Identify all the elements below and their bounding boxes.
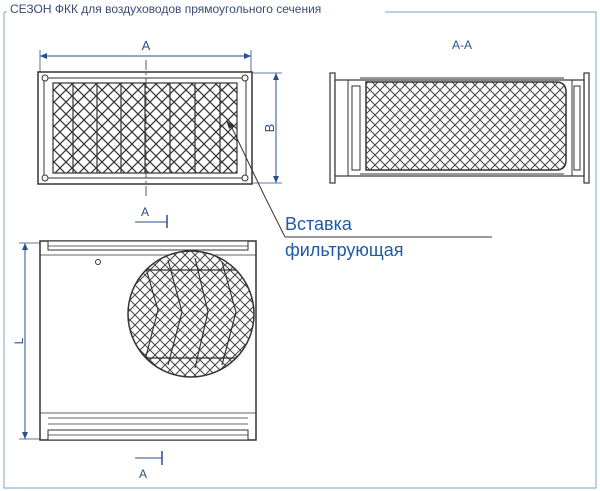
section-view: A-A — [329, 38, 590, 184]
callout-line2: фильтрующая — [285, 240, 403, 260]
side-view: L A — [12, 240, 257, 481]
dim-a-label: A — [142, 38, 151, 53]
dim-l-label: L — [12, 337, 26, 344]
section-marker-top: A — [141, 205, 149, 219]
section-marker-bottom: A — [139, 467, 147, 481]
section-label: A-A — [452, 38, 472, 52]
callout-line1: Вставка — [285, 214, 353, 234]
frame-border — [3, 11, 597, 489]
front-view: A B A — [37, 38, 282, 228]
page-title: СЕЗОН ФКК для воздуховодов прямоугольног… — [7, 2, 325, 16]
callout: Вставка фильтрующая — [226, 120, 492, 260]
dim-b-label: B — [262, 124, 277, 133]
